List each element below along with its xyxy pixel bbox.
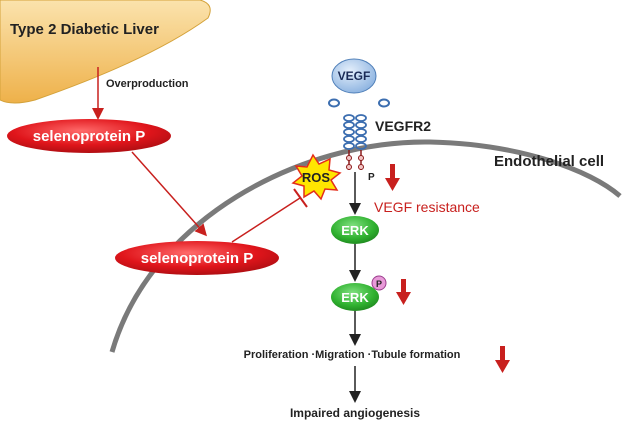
ros-label: ROS	[302, 170, 331, 185]
vegf-fragment-left	[328, 98, 340, 108]
erk-down-arrow	[396, 279, 411, 305]
vegf-molecule	[331, 58, 377, 94]
endothelial-cell-label: Endothelial cell	[494, 153, 604, 170]
selenoprotein-p-bottom-label: selenoprotein P	[141, 250, 254, 267]
erk-phospho-label: P	[376, 279, 382, 289]
liver-shape	[0, 0, 211, 104]
selenoprotein-p-top	[7, 119, 171, 153]
processes-label: Proliferation ·Migration ·Tubule formati…	[244, 349, 461, 361]
receptor-phospho-label: P	[368, 172, 375, 183]
vegf-label: VEGF	[338, 69, 371, 83]
vegf-resistance-label: VEGF resistance	[374, 199, 480, 215]
erk-node	[331, 216, 379, 244]
overproduction-label: Overproduction	[106, 78, 189, 90]
ros-inhibition-bar	[293, 188, 308, 208]
selenoprotein-p-top-label: selenoprotein P	[33, 128, 146, 145]
erk-label: ERK	[341, 223, 369, 238]
vegf-fragment-right	[378, 98, 390, 108]
selenoprotein-p-bottom	[115, 241, 279, 275]
outcome-label: Impaired angiogenesis	[290, 406, 420, 420]
vegfr2-beads	[346, 155, 364, 170]
secretion-arrow	[131, 151, 207, 237]
erk-phospho-circle	[371, 275, 387, 291]
liver-title: Type 2 Diabetic Liver	[10, 21, 159, 38]
phospho-erk-node-label: ERK	[341, 290, 369, 305]
ros-burst	[291, 153, 342, 201]
phospho-erk-node	[331, 283, 379, 311]
ros-inhibition-line	[231, 197, 301, 243]
receptor-down-arrow	[385, 164, 400, 191]
processes-down-arrow	[495, 346, 510, 373]
vegfr2-receptor	[343, 114, 367, 150]
vegfr2-label: VEGFR2	[375, 118, 431, 134]
